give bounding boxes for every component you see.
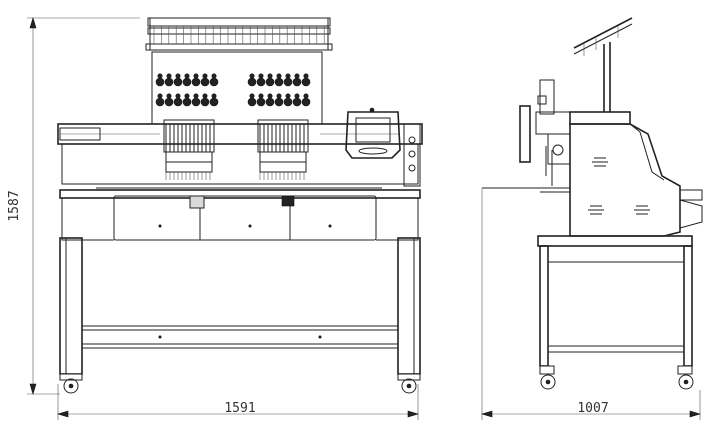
side-stand: [537, 235, 694, 390]
machine-table: [59, 143, 421, 241]
height-dimension-label: 1587: [7, 190, 22, 221]
side-depth-dimension-label: 1007: [577, 401, 608, 416]
front-view: [57, 17, 423, 394]
vent-slots-upper: [592, 157, 608, 167]
thread-spools-left: [155, 73, 219, 107]
control-panel: [345, 107, 401, 159]
sewing-head-right: [257, 119, 309, 180]
thread-spools-right: [247, 73, 311, 107]
control-switch-box: [403, 123, 421, 187]
machine-stand-front: [59, 237, 421, 394]
dimension-height: 1587: [7, 16, 140, 396]
caster-side-left: [539, 365, 556, 390]
head-upper-frame: [151, 51, 323, 125]
caster-front-left: [59, 373, 83, 394]
caster-side-right: [677, 365, 694, 390]
caster-front-right: [397, 373, 421, 394]
front-width-dimension-label: 1591: [224, 401, 255, 416]
dimension-front-width: 1591: [56, 384, 420, 420]
sewing-head-left: [163, 119, 215, 180]
dimension-side-depth: 1007: [480, 188, 702, 420]
thread-stand-side: [573, 17, 633, 112]
side-table: [482, 187, 703, 229]
side-body: [569, 111, 681, 237]
side-head-assembly: [519, 79, 571, 186]
side-view: [482, 17, 703, 390]
thread-rack: [145, 17, 333, 51]
vent-slots-lower: [588, 205, 650, 215]
